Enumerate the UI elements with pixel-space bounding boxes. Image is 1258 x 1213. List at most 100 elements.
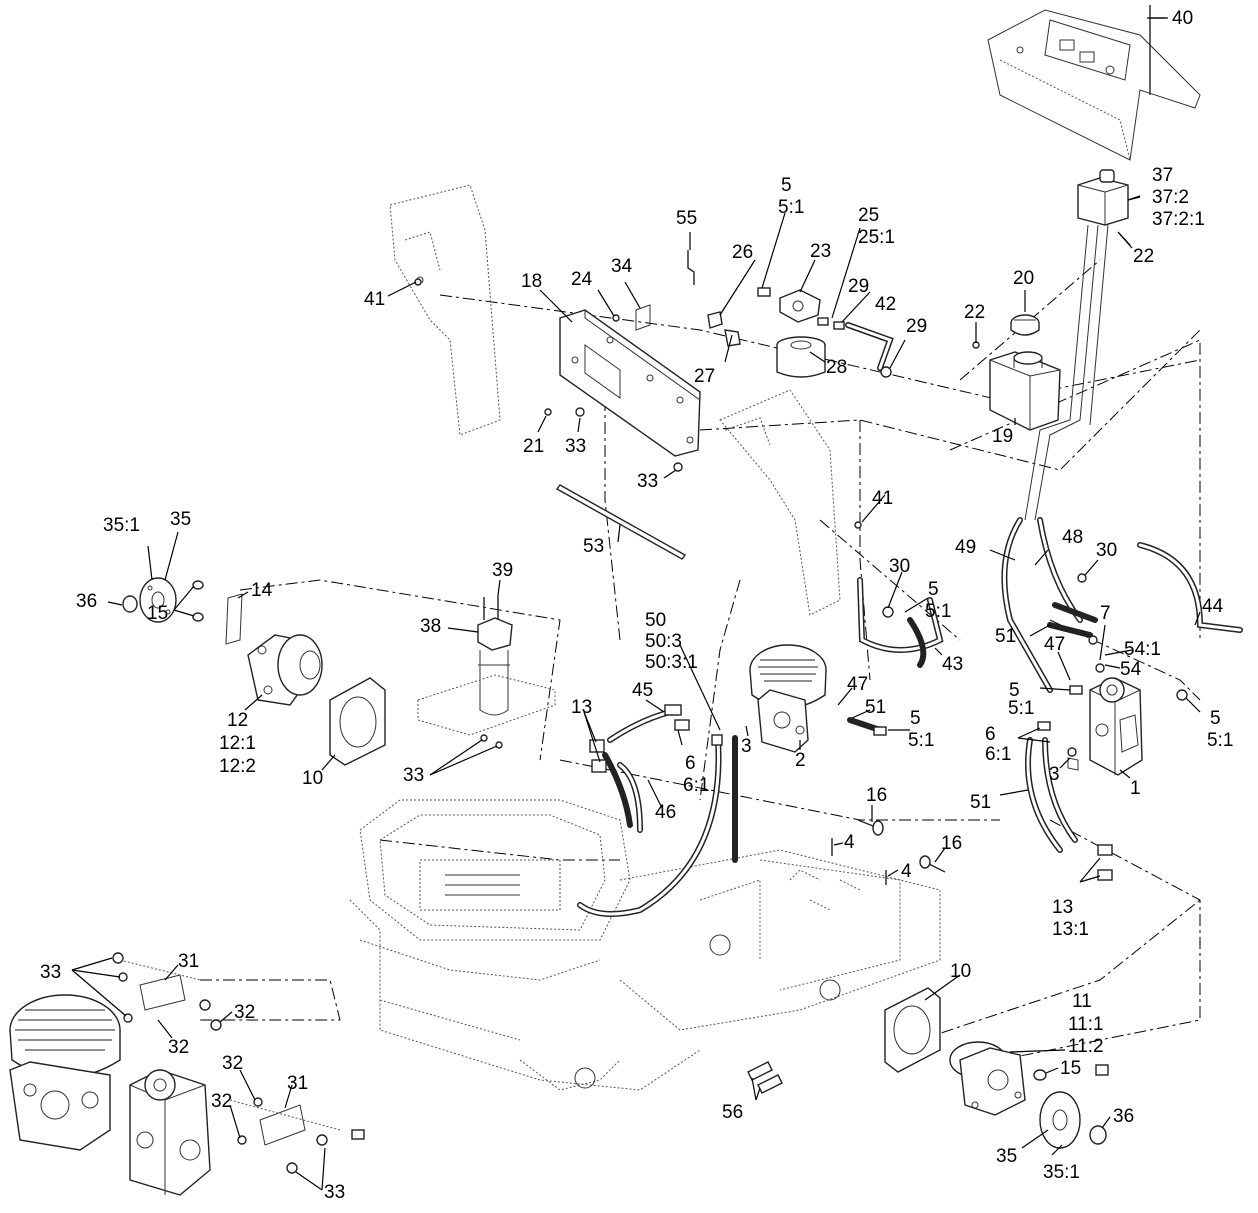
callout-41-upper: 41 [364, 289, 385, 310]
callout-5-1-pump: 5:1 [1008, 698, 1034, 719]
callout-22-right: 22 [1133, 246, 1154, 267]
callout-13-left: 13 [571, 697, 592, 718]
callout-41-lower: 41 [872, 488, 893, 509]
bolts-39 [483, 595, 499, 620]
callout-12-2: 12:2 [219, 756, 256, 777]
fittings-top [707, 287, 892, 378]
callout-32-lower-a: 32 [222, 1053, 243, 1074]
callout-35-right: 35 [996, 1146, 1017, 1167]
callout-10-left: 10 [302, 768, 323, 789]
callout-27: 27 [694, 366, 715, 387]
callout-50-3-1: 50:3:1 [645, 652, 698, 673]
callout-43: 43 [942, 654, 963, 675]
vertical-tubes [1024, 224, 1109, 521]
callout-6-right: 6 [985, 724, 996, 745]
callout-19: 19 [992, 426, 1013, 447]
callout-4-lower: 4 [901, 861, 912, 882]
clips-56 [747, 1061, 783, 1094]
callout-51-center: 51 [865, 697, 886, 718]
spindle-38 [477, 617, 513, 716]
callout-50-3: 50:3 [645, 631, 682, 652]
callout-1: 1 [1130, 778, 1141, 799]
callout-5-right: 5 [1210, 708, 1221, 729]
filter-28 [776, 336, 826, 378]
gasket-10-right [884, 987, 941, 1073]
hose-lines [577, 517, 1243, 917]
callout-31-lower: 31 [287, 1073, 308, 1094]
callout-16-upper: 16 [866, 785, 887, 806]
callout-31-upper: 31 [178, 951, 199, 972]
bolts-4-16 [831, 819, 946, 885]
gasket-10-left [329, 677, 386, 766]
callout-5-top: 5 [781, 175, 792, 196]
callout-25-1: 25:1 [858, 227, 895, 248]
callout-29-lower: 29 [906, 316, 927, 337]
callout-49: 49 [955, 537, 976, 558]
callout-12: 12 [227, 710, 248, 731]
callout-22: 22 [964, 302, 985, 323]
callout-39: 39 [492, 560, 513, 581]
callout-29-upper: 29 [848, 276, 869, 297]
callout-21: 21 [523, 436, 544, 457]
callout-labels: 40 37 37:2 37:2:1 22 20 22 19 29 42 29 2… [40, 8, 1233, 1203]
callout-15-right: 15 [1060, 1058, 1081, 1079]
callout-48: 48 [1062, 527, 1083, 548]
callout-2: 2 [795, 750, 806, 771]
clip-55 [687, 250, 695, 285]
callout-26: 26 [732, 242, 753, 263]
callout-5-pump: 5 [1009, 680, 1020, 701]
callout-4-upper: 4 [844, 832, 855, 853]
callout-6-1-right: 6:1 [985, 744, 1011, 765]
callout-6-left: 6 [685, 753, 696, 774]
callout-33-plate: 33 [565, 436, 586, 457]
callout-16-lower: 16 [941, 833, 962, 854]
callout-5-center: 5 [910, 708, 921, 729]
callout-36-left: 36 [76, 591, 97, 612]
callout-14: 14 [251, 580, 273, 601]
callout-5-1-top: 5:1 [778, 197, 804, 218]
control-console-panel [987, 9, 1201, 161]
callout-47-right: 47 [1044, 634, 1065, 655]
callout-51-upper: 51 [995, 626, 1016, 647]
callout-5-1-center: 5:1 [908, 730, 934, 751]
callout-20: 20 [1013, 268, 1034, 289]
wheel-hub-35-right [1039, 1091, 1081, 1149]
left-frame-panel [389, 184, 501, 436]
callout-23: 23 [810, 241, 831, 262]
detail-pump-left [9, 994, 121, 1151]
callout-24: 24 [571, 269, 593, 290]
callout-35-1-right: 35:1 [1043, 1162, 1080, 1183]
strip-53 [555, 484, 687, 560]
callout-5-mid: 5 [928, 579, 939, 600]
callout-47-center: 47 [847, 674, 868, 695]
bracket-14 [225, 593, 243, 645]
callout-35-1-left: 35:1 [103, 515, 140, 536]
callout-28: 28 [826, 357, 847, 378]
callout-33-center: 33 [403, 765, 424, 786]
callout-56: 56 [722, 1102, 743, 1123]
callout-54-1: 54:1 [1124, 639, 1161, 660]
callout-32-left: 32 [168, 1037, 189, 1058]
callout-32-upper: 32 [234, 1002, 255, 1023]
plate-under-38 [417, 674, 556, 736]
callout-15-left: 15 [147, 603, 168, 624]
callout-51-lower: 51 [970, 792, 991, 813]
callout-25: 25 [858, 205, 879, 226]
nut-36-left [122, 595, 138, 613]
callout-11-1: 11:1 [1068, 1014, 1104, 1035]
small-fasteners [414, 278, 1077, 757]
callout-45: 45 [632, 680, 653, 701]
washer-15-right [1033, 1069, 1047, 1081]
callout-11-2: 11:2 [1068, 1036, 1104, 1057]
callout-11: 11 [1072, 991, 1092, 1012]
callout-6-1-left: 6:1 [683, 775, 709, 796]
callout-54: 54 [1120, 659, 1142, 680]
callout-3-center: 3 [741, 736, 752, 757]
callout-36-right: 36 [1113, 1106, 1134, 1127]
callout-53: 53 [583, 536, 604, 557]
wheel-hub-35-left [139, 577, 177, 623]
washers-15-left [192, 580, 204, 622]
hydraulic-tank-19 [989, 351, 1061, 431]
hose-42 [845, 322, 894, 371]
